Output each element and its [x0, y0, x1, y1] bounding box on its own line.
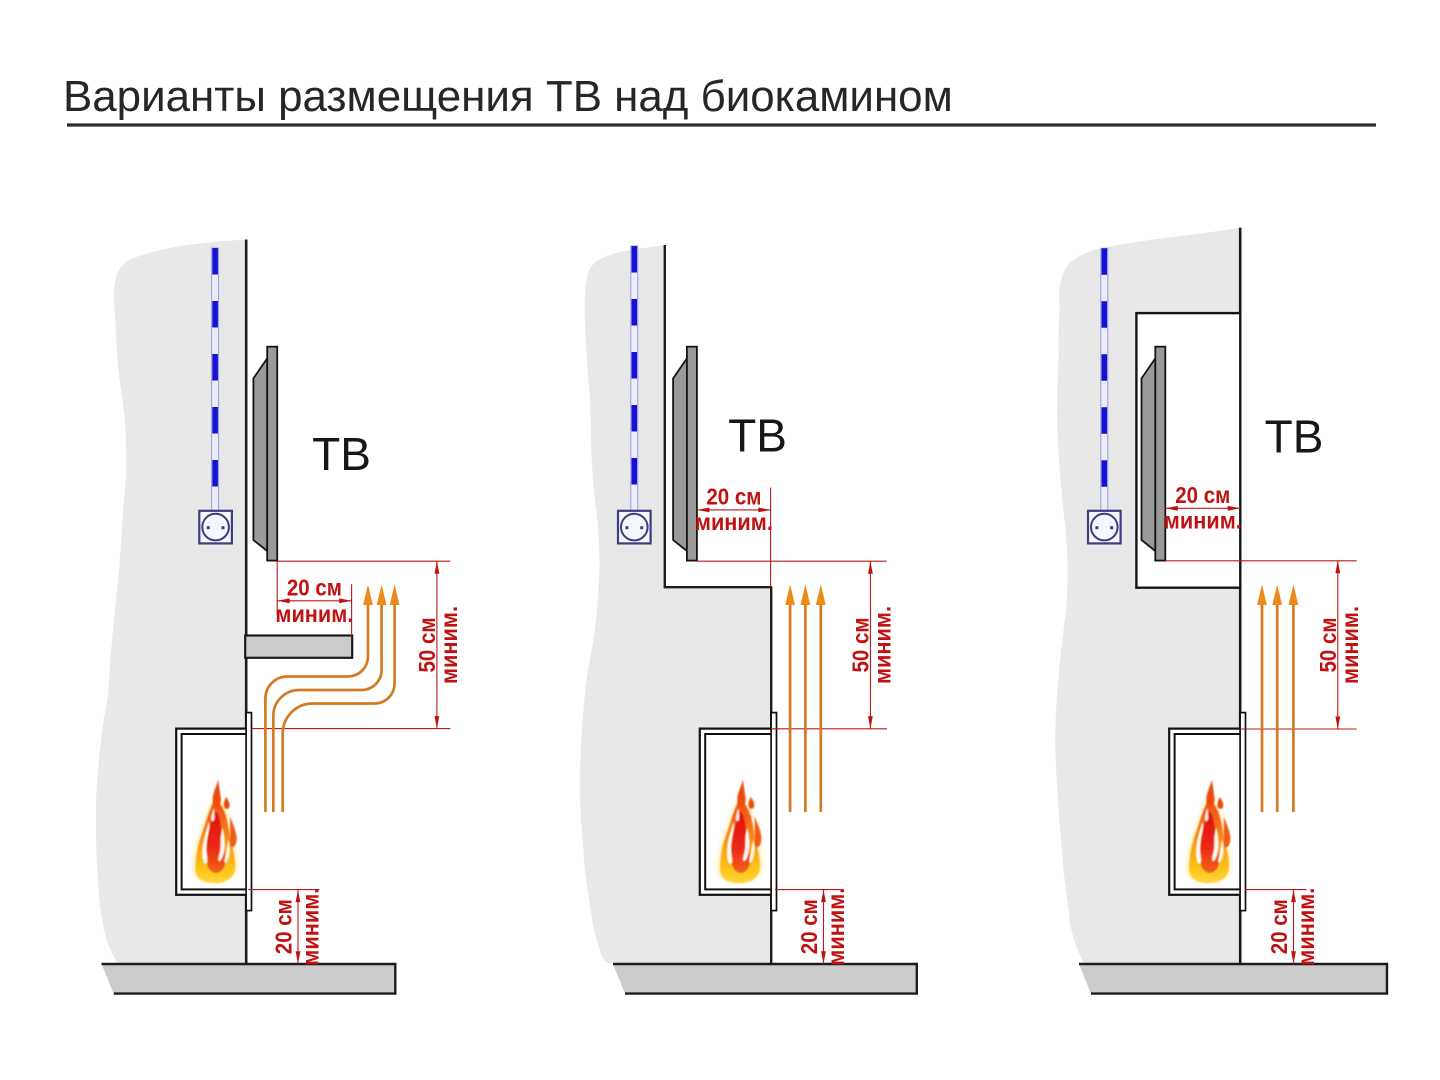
svg-text:миним.: миним. — [1164, 508, 1242, 534]
svg-text:ТВ: ТВ — [312, 428, 371, 480]
svg-text:20 см: 20 см — [706, 483, 761, 509]
svg-text:50 см: 50 см — [1315, 618, 1341, 673]
svg-text:Варианты размещения ТВ над био: Варианты размещения ТВ над биокамином — [63, 72, 953, 121]
svg-text:20 см: 20 см — [1266, 899, 1292, 954]
svg-text:миним.: миним. — [695, 509, 773, 535]
svg-text:миним.: миним. — [869, 606, 895, 684]
svg-text:миним.: миним. — [436, 606, 462, 684]
svg-text:миним.: миним. — [298, 888, 324, 966]
svg-text:миним.: миним. — [1337, 606, 1363, 684]
svg-text:20 см: 20 см — [1175, 482, 1230, 508]
svg-text:ТВ: ТВ — [1265, 411, 1324, 463]
svg-text:50 см: 50 см — [414, 618, 440, 673]
svg-text:миним.: миним. — [275, 601, 353, 627]
svg-text:ТВ: ТВ — [728, 410, 787, 462]
svg-text:миним.: миним. — [1293, 888, 1319, 966]
svg-text:50 см: 50 см — [847, 618, 873, 673]
svg-text:миним.: миним. — [823, 888, 849, 966]
svg-text:20 см: 20 см — [796, 899, 822, 954]
svg-text:20 см: 20 см — [271, 899, 297, 954]
svg-text:20 см: 20 см — [287, 574, 342, 600]
